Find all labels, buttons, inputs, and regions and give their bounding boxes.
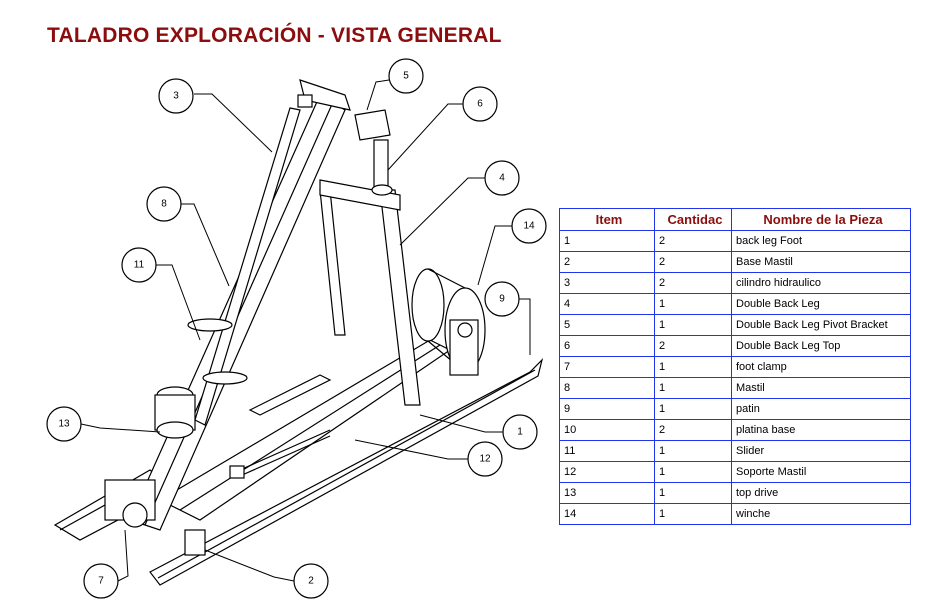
svg-text:5: 5 bbox=[403, 71, 409, 82]
balloon-9: 9 bbox=[484, 281, 520, 317]
cell-quantity: 1 bbox=[654, 461, 732, 483]
svg-text:14: 14 bbox=[523, 221, 535, 232]
cell-quantity: 1 bbox=[654, 503, 732, 525]
cell-item: 13 bbox=[559, 482, 655, 504]
cell-quantity: 2 bbox=[654, 230, 732, 252]
svg-text:6: 6 bbox=[477, 99, 483, 110]
cell-part-name: Soporte Mastil bbox=[731, 461, 911, 483]
balloon-1: 1 bbox=[502, 414, 538, 450]
cell-quantity: 2 bbox=[654, 251, 732, 273]
cell-part-name: patin bbox=[731, 398, 911, 420]
cell-part-name: Double Back Leg Pivot Bracket bbox=[731, 314, 911, 336]
cell-item: 7 bbox=[559, 356, 655, 378]
svg-text:4: 4 bbox=[499, 173, 505, 184]
balloon-2: 2 bbox=[293, 563, 329, 599]
back-leg-b bbox=[379, 189, 421, 406]
cell-item: 5 bbox=[559, 314, 655, 336]
cell-part-name: winche bbox=[731, 503, 911, 525]
balloon-5: 5 bbox=[388, 58, 424, 94]
balloon-14: 14 bbox=[511, 208, 547, 244]
cell-item: 4 bbox=[559, 293, 655, 315]
table-header-row: Item Cantidac Nombre de la Pieza bbox=[559, 208, 911, 231]
cell-item: 8 bbox=[559, 377, 655, 399]
cell-quantity: 1 bbox=[654, 398, 732, 420]
cell-quantity: 1 bbox=[654, 314, 732, 336]
back-leg-a bbox=[319, 189, 346, 336]
cell-quantity: 1 bbox=[654, 356, 732, 378]
cell-item: 12 bbox=[559, 461, 655, 483]
cell-item: 11 bbox=[559, 440, 655, 462]
balloon-4: 4 bbox=[484, 160, 520, 196]
cell-quantity: 1 bbox=[654, 377, 732, 399]
svg-text:11: 11 bbox=[134, 260, 145, 271]
cell-quantity: 1 bbox=[654, 440, 732, 462]
svg-text:13: 13 bbox=[58, 419, 70, 430]
cell-quantity: 2 bbox=[654, 272, 732, 294]
balloon-3: 3 bbox=[158, 78, 194, 114]
drawing-title: TALADRO EXPLORACIÓN - VISTA GENERAL bbox=[47, 24, 502, 47]
balloon-11: 11 bbox=[121, 247, 157, 283]
cell-part-name: Double Back Leg Top bbox=[731, 335, 911, 357]
svg-text:8: 8 bbox=[161, 199, 167, 210]
cell-part-name: Base Mastil bbox=[731, 251, 911, 273]
cell-item: 1 bbox=[559, 230, 655, 252]
hydraulic-cylinder bbox=[194, 107, 301, 426]
svg-text:9: 9 bbox=[499, 294, 505, 305]
cell-item: 3 bbox=[559, 272, 655, 294]
cell-item: 9 bbox=[559, 398, 655, 420]
cell-part-name: Double Back Leg bbox=[731, 293, 911, 315]
cell-quantity: 2 bbox=[654, 419, 732, 441]
svg-text:3: 3 bbox=[173, 91, 179, 102]
svg-text:12: 12 bbox=[479, 454, 491, 465]
winch-drum bbox=[411, 268, 445, 342]
cell-quantity: 2 bbox=[654, 335, 732, 357]
cell-item: 14 bbox=[559, 503, 655, 525]
cell-quantity: 1 bbox=[654, 482, 732, 504]
cell-item: 2 bbox=[559, 251, 655, 273]
balloon-7: 7 bbox=[83, 563, 119, 599]
cell-item: 6 bbox=[559, 335, 655, 357]
cell-part-name: Mastil bbox=[731, 377, 911, 399]
cell-quantity: 1 bbox=[654, 293, 732, 315]
svg-text:2: 2 bbox=[308, 576, 314, 587]
cell-part-name: foot clamp bbox=[731, 356, 911, 378]
cell-part-name: Slider bbox=[731, 440, 911, 462]
header-quantity: Cantidac bbox=[654, 208, 732, 231]
header-part-name: Nombre de la Pieza bbox=[731, 208, 911, 231]
svg-text:7: 7 bbox=[98, 576, 104, 587]
cell-item: 10 bbox=[559, 419, 655, 441]
balloon-13: 13 bbox=[46, 406, 82, 442]
header-item: Item bbox=[559, 208, 655, 231]
cell-part-name: back leg Foot bbox=[731, 230, 911, 252]
balloon-12: 12 bbox=[467, 441, 503, 477]
svg-text:1: 1 bbox=[517, 427, 523, 438]
balloon-8: 8 bbox=[146, 186, 182, 222]
cell-part-name: platina base bbox=[731, 419, 911, 441]
balloon-6: 6 bbox=[462, 86, 498, 122]
cell-part-name: top drive bbox=[731, 482, 911, 504]
cell-part-name: cilindro hidraulico bbox=[731, 272, 911, 294]
